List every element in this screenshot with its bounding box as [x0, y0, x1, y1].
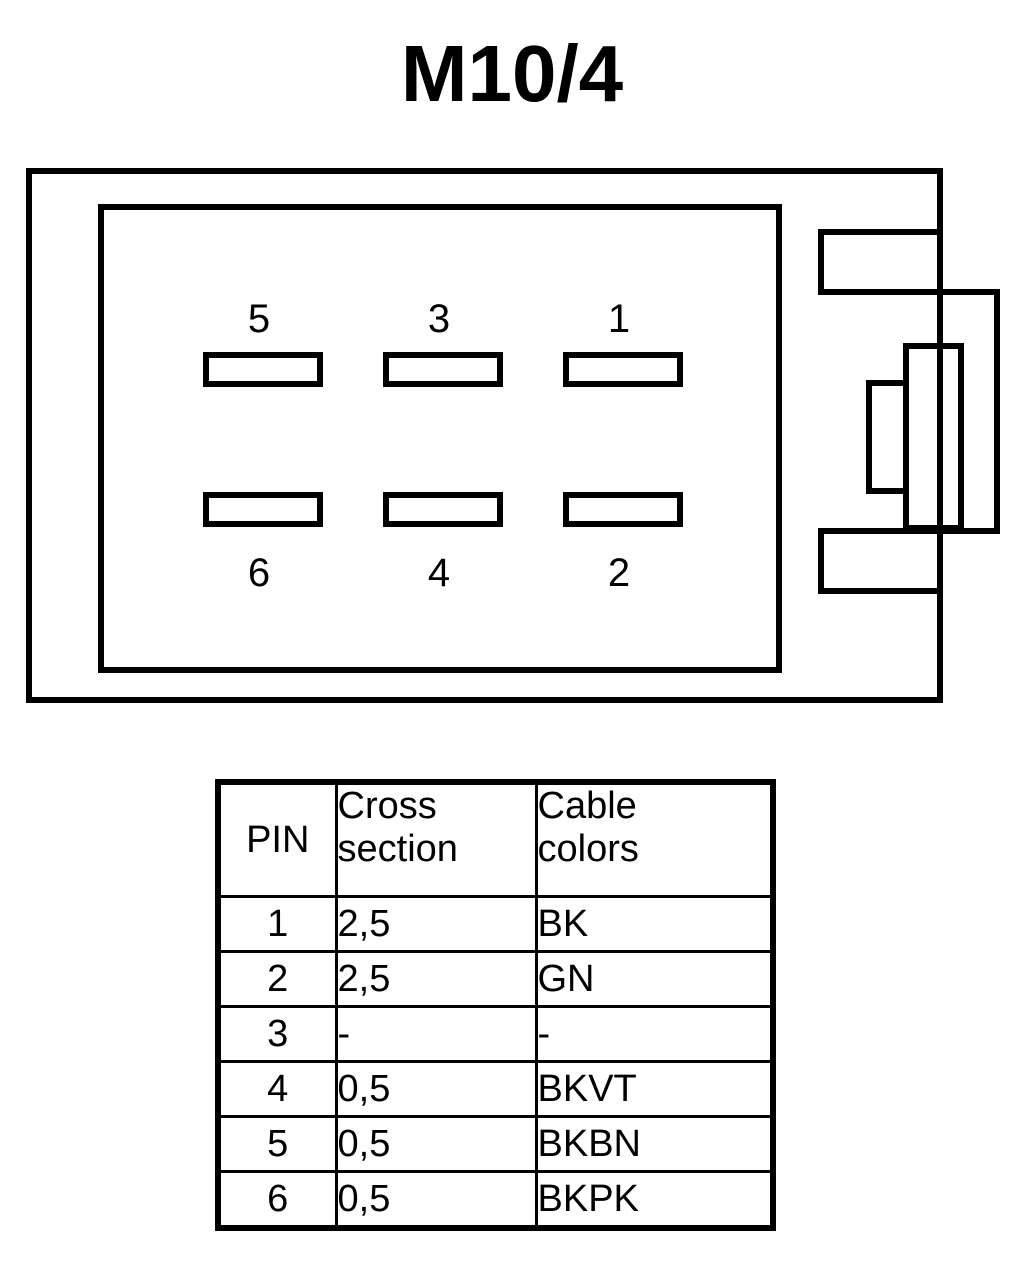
column-header-cable-colors-line2: colors: [537, 827, 639, 870]
cell-cable-color: -: [534, 1005, 775, 1063]
column-header-cross-section-line2: section: [337, 827, 458, 870]
pin-slot-5: [203, 352, 323, 387]
column-header-cable-colors-line1: Cable: [537, 785, 637, 827]
pin-slot-3: [383, 352, 503, 387]
page-title: M10/4: [400, 29, 624, 118]
table-header-row: PIN Cross section Cable colors: [216, 780, 775, 898]
cell-cross-section: 0,5: [334, 1060, 538, 1118]
cell-cable-color: BK: [534, 895, 775, 953]
cell-pin: 3: [216, 1005, 338, 1063]
pin-number-label-5: 5: [248, 297, 270, 341]
connector-latch-assembly: [818, 229, 1000, 594]
cell-cross-section: 2,5: [334, 950, 538, 1008]
pin-number-label-1: 1: [608, 297, 630, 341]
cell-pin: 4: [216, 1060, 338, 1118]
cell-cross-section: 0,5: [334, 1170, 538, 1230]
connector-pinout-diagram: 5 3 1 6 4 2: [0, 150, 1024, 730]
table-row: 2 2,5 GN: [216, 950, 775, 1008]
pin-number-label-3: 3: [428, 297, 450, 341]
cell-cable-color: GN: [534, 950, 775, 1008]
pin-slot-2: [563, 492, 683, 527]
connector-inner-cavity: [98, 204, 782, 673]
pin-number-label-6: 6: [248, 551, 270, 595]
pin-slot-6: [203, 492, 323, 527]
pin-slot-4: [383, 492, 503, 527]
table-row: 1 2,5 BK: [216, 895, 775, 953]
cell-pin: 5: [216, 1115, 338, 1173]
pin-number-label-4: 4: [428, 551, 450, 595]
cell-cable-color: BKPK: [534, 1170, 775, 1230]
cell-cable-color: BKVT: [534, 1060, 775, 1118]
cell-cross-section: 2,5: [334, 895, 538, 953]
pin-assignment-table: PIN Cross section Cable colors 1 2,5 BK …: [215, 779, 776, 1231]
table-row: 5 0,5 BKBN: [216, 1115, 775, 1173]
column-header-cross-section: Cross section: [334, 780, 538, 898]
table-row: 3 - -: [216, 1005, 775, 1063]
cell-cross-section: -: [334, 1005, 538, 1063]
cell-cross-section: 0,5: [334, 1115, 538, 1173]
pin-number-label-2: 2: [608, 551, 630, 595]
pin-slot-1: [563, 352, 683, 387]
table-row: 4 0,5 BKVT: [216, 1060, 775, 1118]
table-row: 6 0,5 BKPK: [216, 1170, 775, 1230]
connector-outer-housing: [26, 168, 943, 703]
cell-cable-color: BKBN: [534, 1115, 775, 1173]
column-header-cross-section-line1: Cross: [337, 785, 437, 827]
column-header-pin: PIN: [216, 780, 338, 898]
column-header-cable-colors: Cable colors: [534, 780, 775, 898]
cell-pin: 6: [216, 1170, 338, 1230]
cell-pin: 1: [216, 895, 338, 953]
cell-pin: 2: [216, 950, 338, 1008]
